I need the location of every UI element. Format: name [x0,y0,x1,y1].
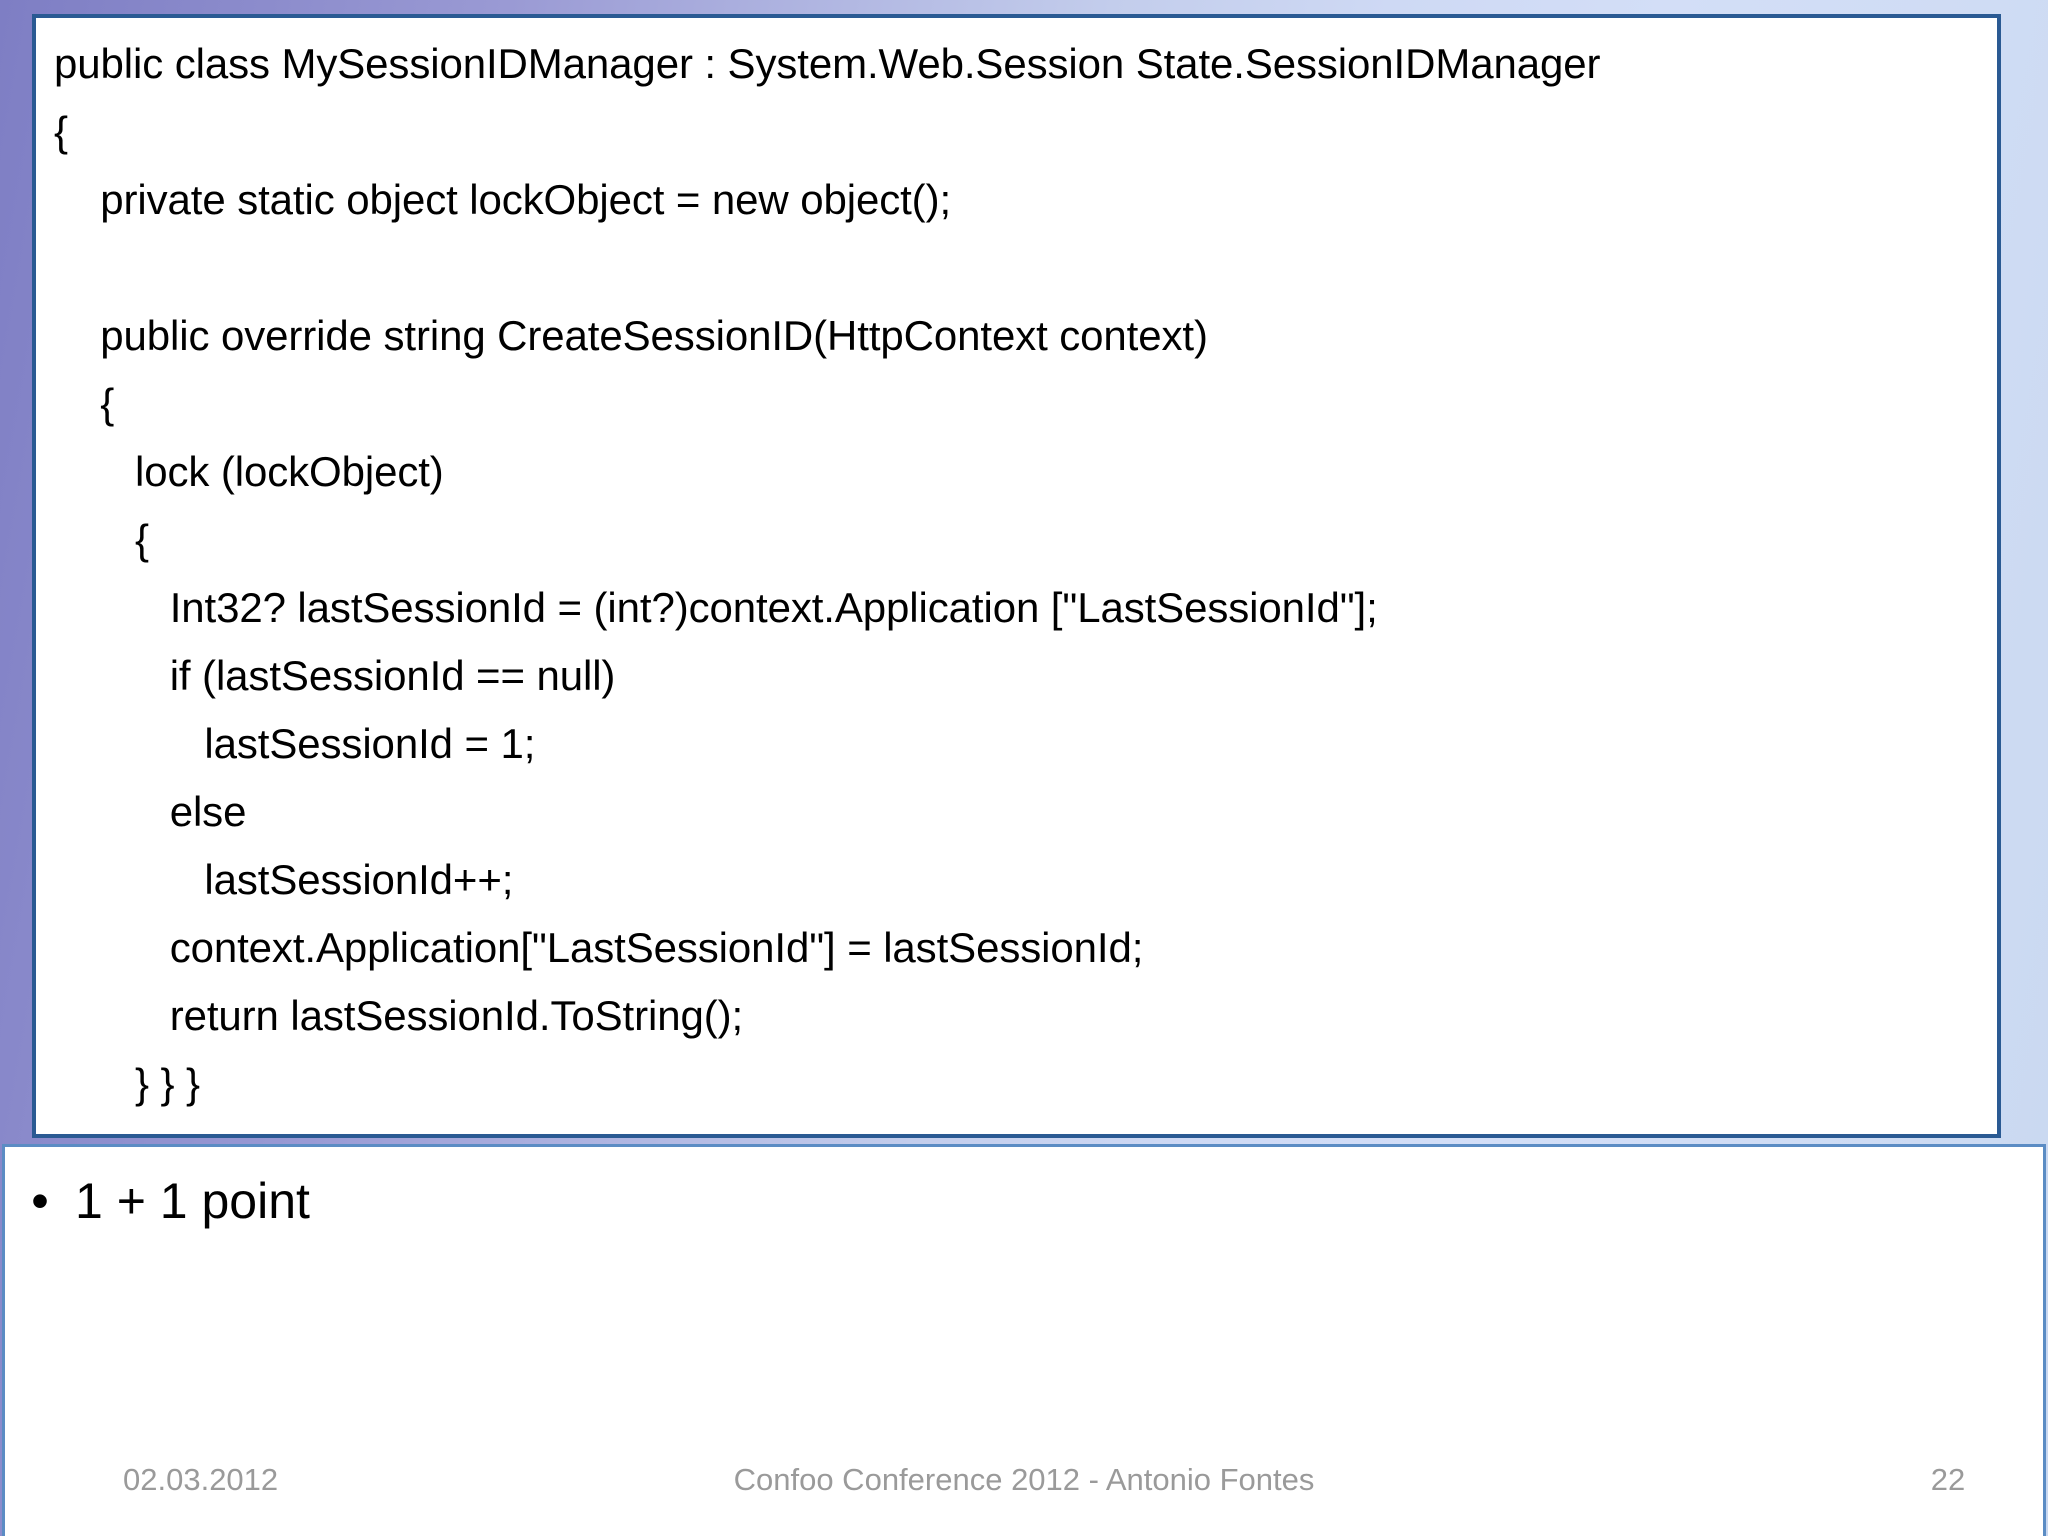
slide-footer: 02.03.2012 Confoo Conference 2012 - Anto… [5,1456,2043,1504]
code-line: if (lastSessionId == null) [54,652,616,699]
code-line: } } } [54,1060,200,1107]
content-panel: • 1 + 1 point 02.03.2012 Confoo Conferen… [2,1144,2046,1536]
code-line: lastSessionId++; [54,856,514,903]
code-line: { [54,108,68,155]
bullet-list: • 1 + 1 point [5,1165,2043,1237]
code-line: lastSessionId = 1; [54,720,536,767]
code-listing: public class MySessionIDManager : System… [54,30,1991,1118]
code-line: else [54,788,247,835]
bullet-marker-icon: • [31,1173,49,1229]
footer-conference-label: Confoo Conference 2012 - Antonio Fontes [733,1462,1315,1497]
code-line: { [54,380,115,427]
code-line: return lastSessionId.ToString(); [54,992,744,1039]
list-item-label: 1 + 1 point [75,1173,310,1229]
code-line: context.Application["LastSessionId"] = l… [54,924,1144,971]
code-line: public class MySessionIDManager : System… [54,40,1601,87]
code-line: lock (lockObject) [54,448,444,495]
code-line: { [54,516,149,563]
list-item: • 1 + 1 point [5,1165,2043,1237]
footer-date: 02.03.2012 [123,1462,279,1497]
code-line: private static object lockObject = new o… [54,176,952,223]
code-line [54,234,1991,302]
footer-page-number: 22 [1930,1462,1966,1497]
code-block-panel: public class MySessionIDManager : System… [32,14,2001,1138]
code-line: Int32? lastSessionId = (int?)context.App… [54,584,1378,631]
code-line: public override string CreateSessionID(H… [54,312,1208,359]
